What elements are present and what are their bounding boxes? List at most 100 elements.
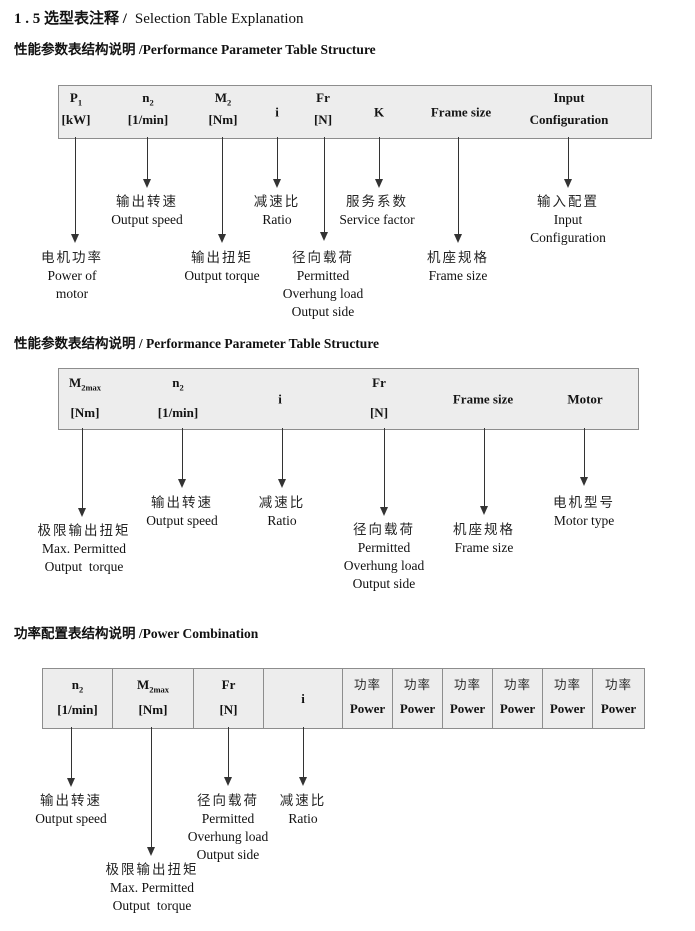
column-subscript: 1: [77, 97, 83, 108]
down-arrow-icon: [71, 137, 79, 243]
callout: 电机型号 Motor type: [553, 494, 615, 530]
callout-line-en: Frame size: [428, 268, 488, 283]
column-unit: [Nm]: [70, 405, 100, 420]
callout: 减速比 Ratio: [259, 494, 306, 530]
table-column: M2max [Nm]: [113, 669, 194, 728]
callout-line-zh: 减速比: [279, 793, 327, 809]
callout: 径向载荷 Permitted Overhung load Output side: [344, 521, 425, 593]
callout-line-en: Output speed: [111, 212, 183, 227]
power-label-en: Power: [499, 701, 536, 716]
callout-line-en: Output side: [352, 576, 416, 591]
power-label-zh: 功率: [553, 677, 581, 692]
down-arrow-icon: [78, 428, 86, 517]
callout-line-zh: 输出转速: [40, 793, 102, 809]
power-label-en: Power: [449, 701, 486, 716]
down-arrow-icon: [454, 137, 462, 243]
callout-line-en: Permitted: [357, 540, 411, 555]
callout-line-en: Output side: [291, 304, 355, 319]
column-subscript: 2: [227, 97, 232, 108]
table-column: i: [264, 669, 343, 728]
table-column: Fr [N]: [194, 669, 264, 728]
column-symbol: n2: [71, 677, 84, 695]
callout-line-en: Ratio: [288, 811, 318, 826]
column-symbol: Fr: [316, 90, 330, 105]
table-column: P1 [kW]: [62, 90, 91, 127]
column-unit: [N]: [313, 112, 333, 127]
power-label-zh: 功率: [353, 677, 381, 692]
table-column: Motor: [567, 392, 602, 407]
callout-line-en: Overhung load: [187, 829, 269, 844]
column-symbol: K: [373, 104, 385, 120]
callout-line-zh: 服务系数: [346, 194, 408, 210]
callout-line-en: Output side: [196, 847, 260, 862]
column-unit: [kW]: [61, 112, 91, 127]
column-unit: [1/min]: [57, 702, 98, 717]
section-heading: 功率配置表结构说明 /Power Combination: [14, 626, 259, 641]
table-column: i: [275, 105, 279, 120]
callout: 极限输出扭矩 Max. Permitted Output torque: [106, 861, 199, 915]
callout-line-en: Output speed: [35, 811, 107, 826]
down-arrow-icon: [224, 727, 232, 786]
power-label-en: Power: [600, 701, 637, 716]
power-label-en: Power: [399, 701, 436, 716]
callout: 极限输出扭矩 Max. Permitted Output torque: [38, 522, 131, 576]
callout-line-en: Output speed: [146, 513, 218, 528]
page-title-zh: 1 . 5 选型表注释 /: [14, 11, 127, 27]
down-arrow-icon: [67, 727, 75, 787]
power-column: 功率 Power: [343, 669, 393, 728]
column-symbol: i: [278, 391, 282, 407]
callout: 输出转速 Output speed: [35, 792, 107, 828]
callout-line-zh: 输入配置: [537, 194, 599, 210]
callout-line-zh: 机座规格: [453, 522, 515, 538]
power-column: 功率 Power: [443, 669, 493, 728]
power-label-en: Power: [549, 701, 586, 716]
table-column: M2max [Nm]: [69, 375, 101, 420]
callout: 输出转速 Output speed: [111, 193, 183, 229]
callout: 输出扭矩 Output torque: [184, 249, 259, 285]
column-subscript: 2: [149, 97, 154, 108]
column-symbol: i: [275, 104, 279, 120]
callout-line-en: Frame size: [454, 540, 514, 555]
column-subscript: 2: [179, 382, 184, 393]
column-symbol: Fr: [221, 677, 236, 692]
callout: 输出转速 Output speed: [146, 494, 218, 530]
power-column: 功率 Power: [593, 669, 644, 728]
performance-table-2: M2max [Nm] n2 [1/min] i Fr [N] Frame siz…: [58, 368, 639, 430]
callout-line-zh: 电机功率: [41, 250, 103, 266]
callout-line-en: Power of: [47, 268, 97, 283]
table-column: Input Configuration: [530, 90, 609, 127]
callout-line-en: Max. Permitted: [110, 880, 194, 895]
table-column: Frame size: [431, 105, 491, 120]
callout: 径向载荷 Permitted Overhung load Output side: [283, 249, 364, 321]
callout: 机座规格 Frame size: [427, 249, 489, 285]
power-column: 功率 Power: [493, 669, 543, 728]
callout-line-en: Overhung load: [343, 558, 425, 573]
down-arrow-icon: [218, 137, 226, 243]
down-arrow-icon: [273, 137, 281, 188]
callout-line-en: Permitted: [296, 268, 350, 283]
callout-line-en: Output torque: [112, 898, 192, 913]
column-unit: [1/min]: [127, 112, 169, 127]
column-unit: [Nm]: [208, 112, 238, 127]
callout-line-zh: 输出扭矩: [191, 250, 253, 266]
callout-line-zh: 输出转速: [151, 495, 213, 511]
table-column: Fr [N]: [314, 90, 332, 127]
power-label-zh: 功率: [604, 677, 632, 692]
callout-line-en: Output torque: [44, 559, 124, 574]
column-unit: [1/min]: [157, 405, 199, 420]
column-unit: [Nm]: [138, 702, 168, 717]
power-column: 功率 Power: [543, 669, 593, 728]
column-subscript: 2max: [81, 382, 102, 393]
callout-line-zh: 减速比: [253, 194, 301, 210]
callout: 电机功率 Power of motor: [41, 249, 103, 303]
callout-line-en: Service factor: [339, 212, 415, 227]
column-unit: Configuration: [529, 112, 609, 127]
column-symbol: i: [301, 691, 305, 706]
column-symbol: n2: [172, 375, 184, 393]
table-column: n2 [1/min]: [43, 669, 113, 728]
table-column: Fr [N]: [370, 375, 388, 420]
callout-line-zh: 电机型号: [553, 495, 615, 511]
callout-line-zh: 极限输出扭矩: [37, 523, 131, 539]
callout-line-zh: 输出转速: [116, 194, 178, 210]
callout-line-en: Permitted: [201, 811, 255, 826]
